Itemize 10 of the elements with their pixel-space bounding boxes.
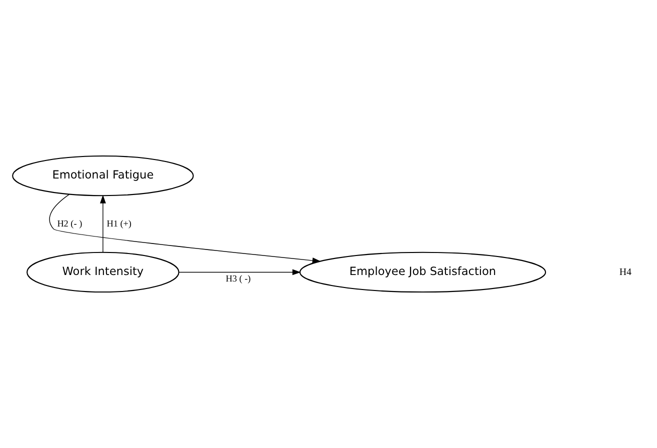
arrow <box>49 194 321 264</box>
label: H4 <box>619 266 632 278</box>
edge-label: H3 ( -) <box>226 274 251 284</box>
node-ellipse: Work Intensity <box>26 252 180 293</box>
arrow <box>178 269 301 276</box>
arrow <box>100 194 106 252</box>
edge-label: H2 (- ) <box>57 218 82 228</box>
edge-label: H1 (+) <box>106 218 132 228</box>
node-ellipse: Emotional Fatigue <box>12 155 194 196</box>
node-ellipse: Employee Job Satisfaction <box>299 252 546 293</box>
